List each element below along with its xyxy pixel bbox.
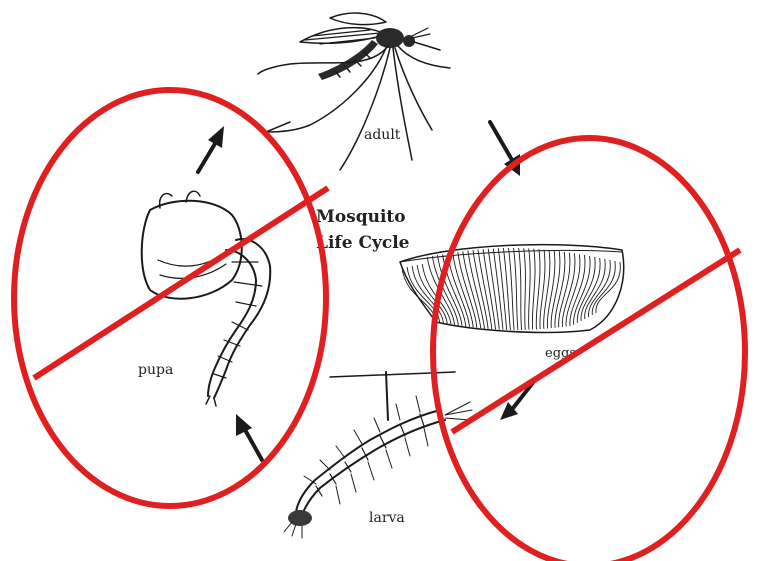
egg-column-line (448, 253, 470, 327)
egg-column-line (574, 256, 591, 325)
eggs-circle-mark (433, 138, 745, 561)
egg-column-line (536, 249, 540, 329)
egg-column-line (503, 248, 510, 330)
diagram-title-line1: Mosquito (316, 207, 406, 227)
eggs-strike-mark (433, 138, 745, 561)
egg-column-line (463, 251, 481, 328)
egg-column-line (529, 249, 531, 330)
egg-column-line (514, 248, 518, 330)
egg-column-line (498, 248, 506, 330)
pupa-slash-mark (34, 188, 328, 378)
eggs-slash-mark (452, 250, 740, 432)
label-adult: adult (364, 127, 401, 143)
arrow-pupa-to-adult (198, 126, 224, 172)
diagram-title-line2: Life Cycle (316, 233, 410, 253)
label-pupa: pupa (138, 362, 173, 378)
egg-column-line (562, 253, 575, 327)
label-larva: larva (369, 510, 405, 526)
egg-column-line (519, 248, 522, 330)
egg-column-line (524, 248, 526, 330)
adult-mosquito-drawing (258, 13, 450, 170)
egg-column-line (468, 251, 485, 329)
egg-column-line (532, 249, 535, 330)
egg-column-line (547, 251, 555, 329)
arrow-larva-to-pupa (236, 414, 262, 460)
